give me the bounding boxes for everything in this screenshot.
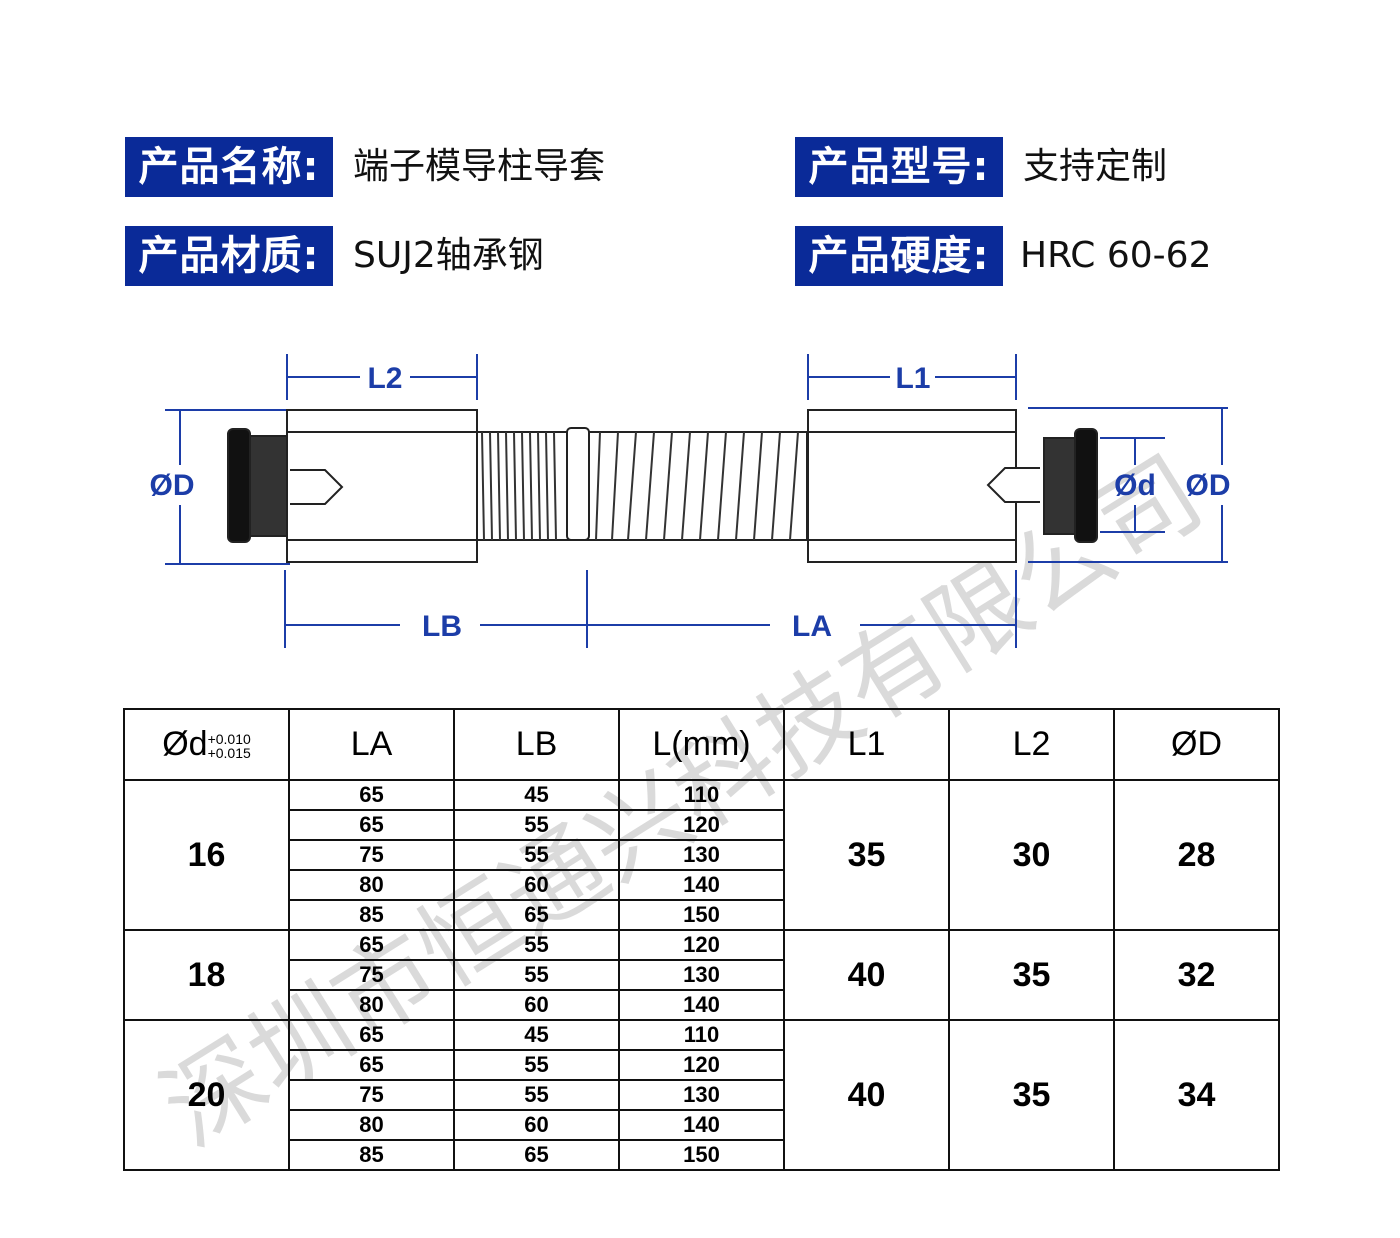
cell-LB: 45: [453, 779, 620, 811]
cell-LA: 65: [288, 1019, 455, 1051]
cell-L: 130: [618, 1079, 785, 1111]
cell-L2: 30: [948, 779, 1115, 931]
cell-LB: 55: [453, 959, 620, 991]
cell-LB: 55: [453, 839, 620, 871]
cell-LB: 55: [453, 1079, 620, 1111]
cell-LA: 80: [288, 869, 455, 901]
product-model-value: 支持定制: [1023, 146, 1168, 187]
guide-post-diagram: L2 L1 ØD Ød ØD LB LA: [150, 354, 1231, 648]
cell-L: 140: [618, 1109, 785, 1141]
product-name-label: 产品名称:: [125, 137, 333, 197]
cell-L: 120: [618, 929, 785, 961]
cell-L1: 40: [783, 1019, 950, 1171]
dim-L2: L2: [367, 362, 402, 395]
cell-LA: 85: [288, 1139, 455, 1171]
cell-L: 130: [618, 839, 785, 871]
cell-L: 140: [618, 989, 785, 1021]
cell-LB: 60: [453, 1109, 620, 1141]
cell-LA: 65: [288, 779, 455, 811]
cell-D: 32: [1113, 929, 1280, 1021]
dim-d: Ød: [1114, 469, 1156, 502]
cell-d: 20: [123, 1019, 290, 1171]
cell-L2: 35: [948, 929, 1115, 1021]
cell-LA: 80: [288, 989, 455, 1021]
cell-L1: 40: [783, 929, 950, 1021]
header-L2: L2: [948, 708, 1115, 781]
cell-L: 130: [618, 959, 785, 991]
header-L1: L1: [783, 708, 950, 781]
cell-d: 18: [123, 929, 290, 1021]
cell-D: 28: [1113, 779, 1280, 931]
header-LA: LA: [288, 708, 455, 781]
cell-LB: 65: [453, 1139, 620, 1171]
cell-L: 120: [618, 809, 785, 841]
cell-LB: 55: [453, 1049, 620, 1081]
cell-L: 150: [618, 899, 785, 931]
cell-L: 150: [618, 1139, 785, 1171]
cell-L: 110: [618, 779, 785, 811]
spring-coils: [481, 431, 799, 541]
product-material-value: SUJ2轴承钢: [353, 235, 544, 276]
header-d: Ød+0.010+0.015: [123, 708, 290, 781]
cell-LA: 75: [288, 959, 455, 991]
cell-LB: 45: [453, 1019, 620, 1051]
dim-D-right: ØD: [1186, 469, 1231, 502]
product-hardness-label: 产品硬度:: [795, 226, 1003, 286]
header-LB: LB: [453, 708, 620, 781]
dim-LA: LA: [792, 610, 832, 643]
cell-LA: 75: [288, 1079, 455, 1111]
guide-post-body: [227, 409, 1098, 563]
header-D: ØD: [1113, 708, 1280, 781]
cell-L2: 35: [948, 1019, 1115, 1171]
product-name-value: 端子模导柱导套: [353, 146, 606, 187]
cell-L: 120: [618, 1049, 785, 1081]
cell-LB: 55: [453, 809, 620, 841]
product-model-label: 产品型号:: [795, 137, 1003, 197]
cell-L1: 35: [783, 779, 950, 931]
header-L: L(mm): [618, 708, 785, 781]
cell-L: 140: [618, 869, 785, 901]
cell-LB: 60: [453, 869, 620, 901]
cell-LA: 85: [288, 899, 455, 931]
table-header: Ød+0.010+0.015 LA LB L(mm) L1 L2 ØD: [123, 708, 1280, 781]
cell-LA: 65: [288, 809, 455, 841]
cell-L: 110: [618, 1019, 785, 1051]
cell-LA: 75: [288, 839, 455, 871]
cell-LB: 65: [453, 899, 620, 931]
dim-L1: L1: [895, 362, 930, 395]
dimension-lines: [165, 354, 1228, 648]
cell-D: 34: [1113, 1019, 1280, 1171]
cell-d: 16: [123, 779, 290, 931]
dim-LB: LB: [422, 610, 462, 643]
cell-LA: 65: [288, 929, 455, 961]
dim-D-left: ØD: [150, 469, 195, 502]
cell-LA: 65: [288, 1049, 455, 1081]
product-material-label: 产品材质:: [125, 226, 333, 286]
product-hardness-value: HRC 60-62: [1020, 235, 1212, 276]
cell-LB: 60: [453, 989, 620, 1021]
cell-LA: 80: [288, 1109, 455, 1141]
cell-LB: 55: [453, 929, 620, 961]
